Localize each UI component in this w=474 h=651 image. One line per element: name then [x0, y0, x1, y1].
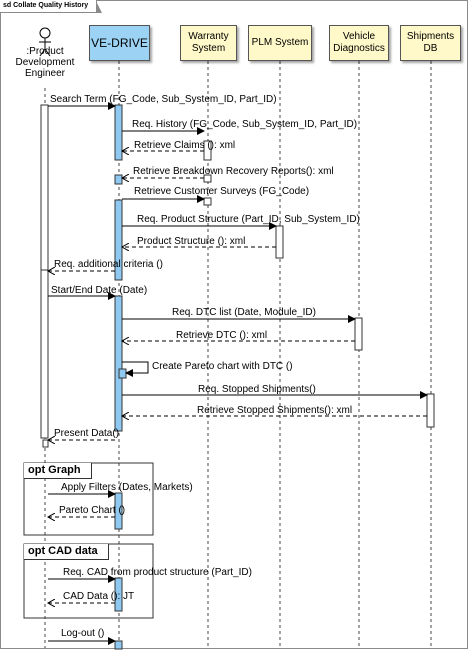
activation-vedrive-1: [114, 104, 123, 161]
msg-req-dtc-list-label: Req. DTC list (Date, Module_ID): [172, 307, 316, 318]
lifeline-head-plm[interactable]: PLM System: [248, 25, 312, 61]
diagram-title: sd Collate Quality History: [0, 0, 103, 13]
lifeline-head-vehicle[interactable]: Vehicle Diagnostics: [329, 25, 389, 61]
msg-product-structure-reply-label: Product Structure (): xml: [137, 236, 246, 247]
msg-cad-data-label: CAD Data (): JT: [63, 591, 135, 602]
msg-req-product-structure-label: Req. Product Structure (Part_ID, Sub_Sys…: [137, 214, 360, 225]
activation-warranty-3: [203, 197, 212, 206]
msg-pareto-chart-label: Pareto Chart (): [59, 505, 126, 516]
activation-vedrive-8: [114, 640, 123, 650]
msg-req-additional-criteria-label: Req. additional criteria (): [54, 259, 163, 270]
fragment-opt-graph-label: opt Graph: [24, 463, 92, 479]
msg-search-term-label: Search Term (FG_Code, Sub_System_ID, Par…: [50, 94, 277, 105]
msg-retrieve-dtc-label: Retrieve DTC (): xml: [176, 330, 268, 341]
msg-req-customer-surveys-label: Retrieve Customer Surveys (FG_Code): [134, 186, 310, 197]
lifeline-head-warranty[interactable]: Warranty System: [180, 25, 237, 61]
activation-vehicle: [354, 317, 363, 351]
msg-retrieve-stopped-shipments-label: Retrieve Stopped Shipments(): xml: [197, 405, 353, 416]
actor-icon: [39, 27, 51, 57]
msg-log-out-label: Log-out (): [61, 628, 105, 639]
fragment-opt-cad-label: opt CAD data: [24, 544, 109, 560]
activation-vedrive-4: [114, 295, 123, 432]
msg-retrieve-breakdown-label: Retrieve Breakdown Recovery Reports(): x…: [133, 166, 334, 177]
msg-retrieve-claims-label: Retrieve Claims (): xml: [134, 140, 236, 151]
msg-present-data-label: Present Data(): [54, 428, 120, 439]
lifeline-head-shipments[interactable]: Shipments DB: [400, 25, 461, 61]
activation-vedrive-3: [114, 199, 123, 281]
msg-req-history-label: Req. History (FG_Code, Sub_System_ID, Pa…: [132, 119, 358, 130]
msg-start-end-date-label: Start/End Date (Date): [51, 285, 148, 296]
activation-vedrive-5: [118, 368, 127, 379]
activation-actor-2: [40, 269, 49, 439]
actor-label: :Product Development Engineer: [15, 46, 75, 79]
activation-vedrive-2: [114, 174, 123, 185]
activation-vedrive-6: [114, 492, 123, 530]
msg-create-pareto-label: Create Pareto chart with DTC (): [152, 361, 293, 372]
msg-create-pareto-arrow: [122, 361, 149, 377]
activation-vedrive-7: [114, 577, 123, 612]
lifeline-head-vedrive[interactable]: VE-DRIVE: [89, 25, 150, 61]
msg-req-stopped-shipments-label: Req. Stopped Shipments(): [198, 384, 316, 395]
activation-shipments: [426, 393, 435, 428]
activation-actor-3: [42, 439, 49, 448]
activation-plm: [275, 225, 284, 259]
msg-req-cad-label: Req. CAD from product structure (Part_ID…: [63, 567, 252, 578]
msg-apply-filters-label: Apply Filters (Dates, Markets): [61, 482, 193, 493]
